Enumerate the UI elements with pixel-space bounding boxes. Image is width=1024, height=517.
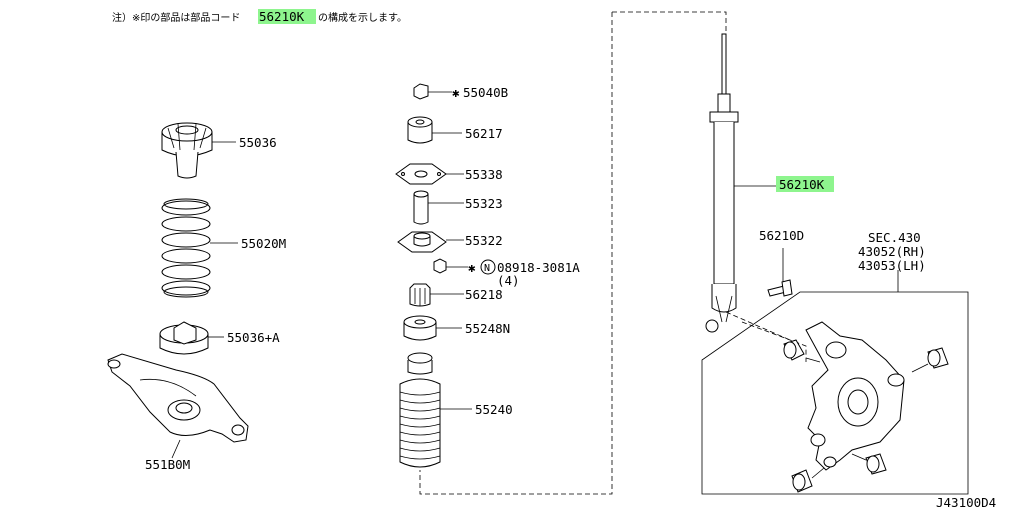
bound-stopper-part[interactable]	[403, 315, 437, 341]
sec-rh: 43052(RH)	[858, 244, 926, 259]
label-56218[interactable]: 56218	[465, 287, 503, 302]
label-55240[interactable]: 55240	[475, 402, 513, 417]
label-08918-qty: (4)	[497, 273, 520, 288]
label-08918-star: ✱	[468, 260, 476, 275]
leader-551b0m	[171, 439, 181, 459]
diagram-id: J43100D4	[936, 495, 996, 510]
lower-spring-seat-part[interactable]	[159, 321, 209, 355]
label-551b0m[interactable]: 551B0M	[145, 457, 190, 472]
label-08918[interactable]: 08918-3081A	[497, 260, 580, 275]
label-55248n[interactable]: 55248N	[465, 321, 510, 336]
label-56217[interactable]: 56217	[465, 126, 503, 141]
label-55020m[interactable]: 55020M	[241, 236, 286, 251]
label-55338[interactable]: 55338	[465, 167, 503, 182]
label-55323[interactable]: 55323	[465, 196, 503, 211]
label-55322[interactable]: 55322	[465, 233, 503, 248]
n-mark-letter: N	[484, 263, 490, 274]
lower-link-arm-part[interactable]	[107, 353, 249, 443]
sec-lh: 43053(LH)	[858, 258, 926, 273]
bushing-connectors	[805, 357, 929, 479]
label-55036a[interactable]: 55036+A	[227, 330, 280, 345]
install-guide-dashed	[725, 311, 807, 362]
label-56210d[interactable]: 56210D	[759, 228, 804, 243]
dust-boot-part[interactable]	[399, 352, 441, 468]
shock-absorber-part[interactable]	[705, 33, 739, 333]
knuckle-bushing-lower-left[interactable]	[791, 469, 813, 493]
sec430-frame	[701, 270, 969, 495]
note-suffix: の構成を示します。	[318, 11, 407, 24]
flange-nut-part[interactable]	[433, 258, 447, 274]
label-56210k[interactable]: 56210K	[779, 177, 825, 192]
knuckle-bushing-lower-right[interactable]	[865, 453, 887, 475]
mount-plate-part[interactable]	[395, 163, 447, 185]
upper-bushing-part[interactable]	[407, 116, 433, 144]
label-55040b-star: ✱	[452, 85, 460, 100]
knuckle-bushing-upper[interactable]	[783, 339, 805, 361]
label-56210k-highlight	[776, 176, 834, 192]
label-55036[interactable]: 55036	[239, 135, 277, 150]
sec-title[interactable]: SEC.430	[868, 230, 921, 245]
mount-nut-part[interactable]	[413, 83, 429, 100]
rear-knuckle-part[interactable]	[805, 321, 905, 471]
note-prefix: 注）※印の部品は部品コード	[112, 11, 240, 24]
upper-mount-part[interactable]	[397, 231, 447, 253]
knuckle-bushing-right[interactable]	[927, 347, 949, 369]
bump-cap-part[interactable]	[409, 283, 431, 307]
n-mark-icon	[480, 259, 496, 275]
upper-spring-seat-part[interactable]	[161, 122, 213, 179]
label-55040b[interactable]: 55040B	[463, 85, 508, 100]
mount-bolt-part[interactable]	[767, 279, 793, 297]
note-part-code[interactable]: 56210K	[259, 9, 305, 24]
note-highlight	[258, 9, 316, 24]
coil-spring-part[interactable]	[161, 198, 211, 298]
sleeve-part[interactable]	[413, 190, 429, 225]
